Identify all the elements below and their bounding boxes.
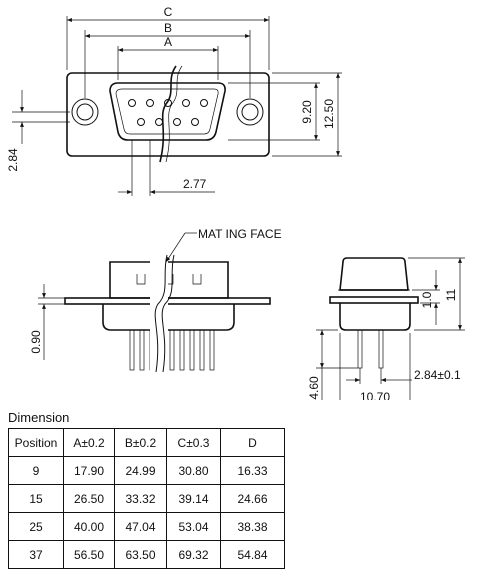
header-a: A±0.2 [63,428,115,457]
cell-position: 25 [8,512,64,541]
header-b: B±0.2 [114,428,167,457]
dim-12-50-label: 12.50 [322,99,336,129]
cell-position: 9 [8,456,64,485]
mating-face-label: MAT ING FACE [198,227,282,241]
dim-2-84-label: 2.84 [6,148,20,172]
cell-position: 37 [8,540,64,569]
cell-a: 56.50 [63,540,115,569]
header-c: C±0.3 [166,428,221,457]
dim-2-84-tol-label: 2.84±0.1 [414,368,461,382]
pin-contacts [128,99,208,126]
technical-drawing: C B A 9.20 12.50 2.84 2.77 [6,5,465,400]
dim-10-70-label: 10.70 [360,390,390,400]
shell-body [109,261,229,299]
side-pins [129,329,215,371]
top-view: C B A 9.20 12.50 2.84 2.77 [6,5,342,196]
cell-d: 16.33 [220,456,285,485]
cell-d: 24.66 [220,484,285,513]
table-row: 15 26.50 33.32 39.14 24.66 [8,484,285,513]
cell-b: 24.99 [114,456,167,485]
dim-c-label: C [164,5,173,19]
cell-b: 33.32 [114,484,167,513]
cell-b: 63.50 [114,540,167,569]
end-pin-2 [378,329,384,369]
table-header-row: Position A±0.2 B±0.2 C±0.3 D [8,428,285,457]
cell-c: 39.14 [166,484,221,513]
end-lower-body [339,303,411,331]
cell-a: 17.90 [63,456,115,485]
mounting-hole-left [71,98,99,126]
dim-2-77-label: 2.77 [183,177,207,191]
cell-c: 69.32 [166,540,221,569]
header-d: D [220,428,285,457]
cell-position: 15 [8,484,64,513]
d-shell-inner [115,88,219,135]
dim-11-label: 11 [444,288,458,301]
cell-c: 30.80 [166,456,221,485]
cell-a: 40.00 [63,512,115,541]
cell-b: 47.04 [114,512,167,541]
dim-4-60-label: 4.60 [307,376,321,400]
dim-a-label: A [164,35,172,49]
dim-0-90-label: 0.90 [29,330,43,354]
side-view: MAT ING FACE 0.90 [29,227,282,375]
lower-body [102,304,235,331]
dim-9-20-label: 9.20 [300,100,314,124]
end-shell [339,257,409,291]
break-line [159,65,177,163]
flange-outline [66,72,270,157]
dimension-table: Position A±0.2 B±0.2 C±0.3 D 9 17.90 24.… [8,428,285,569]
cell-c: 53.04 [166,512,221,541]
end-flange [329,296,419,304]
cell-d: 38.38 [220,512,285,541]
dim-1-0-label: 1.0 [420,291,434,308]
table-title: Dimension [8,410,70,425]
end-pin-1 [357,329,363,369]
table-row: 37 56.50 63.50 69.32 54.84 [8,540,285,569]
cell-d: 54.84 [220,540,285,569]
end-view: 1.0 11 4.60 2.84±0.1 10.70 [307,257,465,400]
table-row: 9 17.90 24.99 30.80 16.33 [8,456,285,485]
dim-b-label: B [164,21,172,35]
header-position: Position [8,428,64,457]
table-row: 25 40.00 47.04 53.04 38.38 [8,512,285,541]
d-shell-outer [109,82,226,141]
cell-a: 26.50 [63,484,115,513]
mounting-hole-right [236,98,264,126]
